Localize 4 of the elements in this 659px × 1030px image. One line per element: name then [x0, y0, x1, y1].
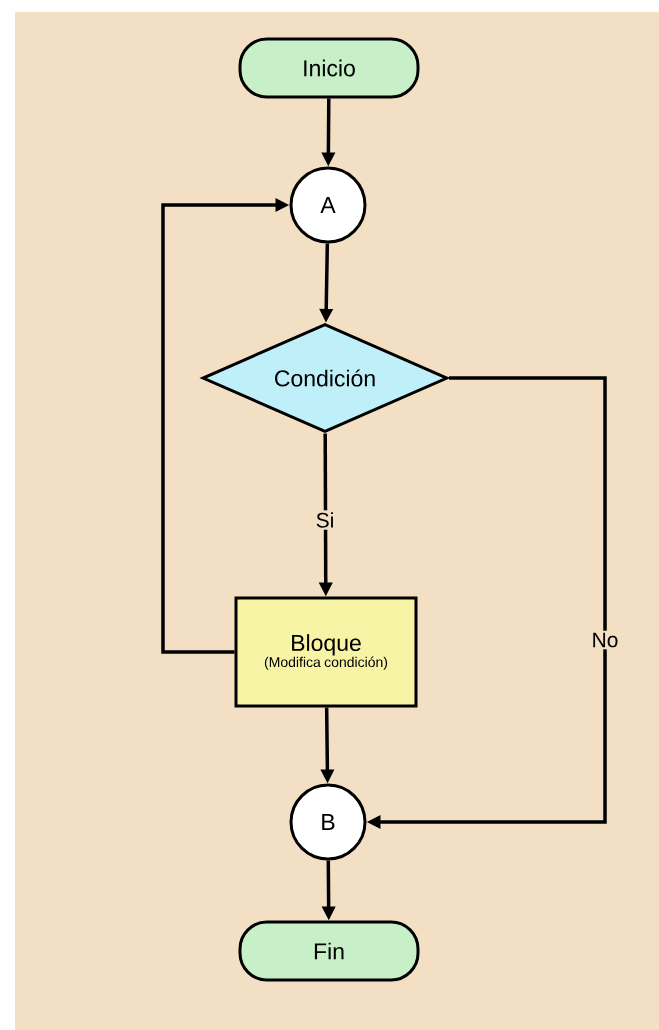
terminal-box: Inicio: [238, 37, 420, 99]
terminal-box: Fin: [238, 920, 420, 982]
edge-label: Si: [313, 510, 337, 530]
process-box: Bloque (Modifica condición): [234, 596, 418, 708]
